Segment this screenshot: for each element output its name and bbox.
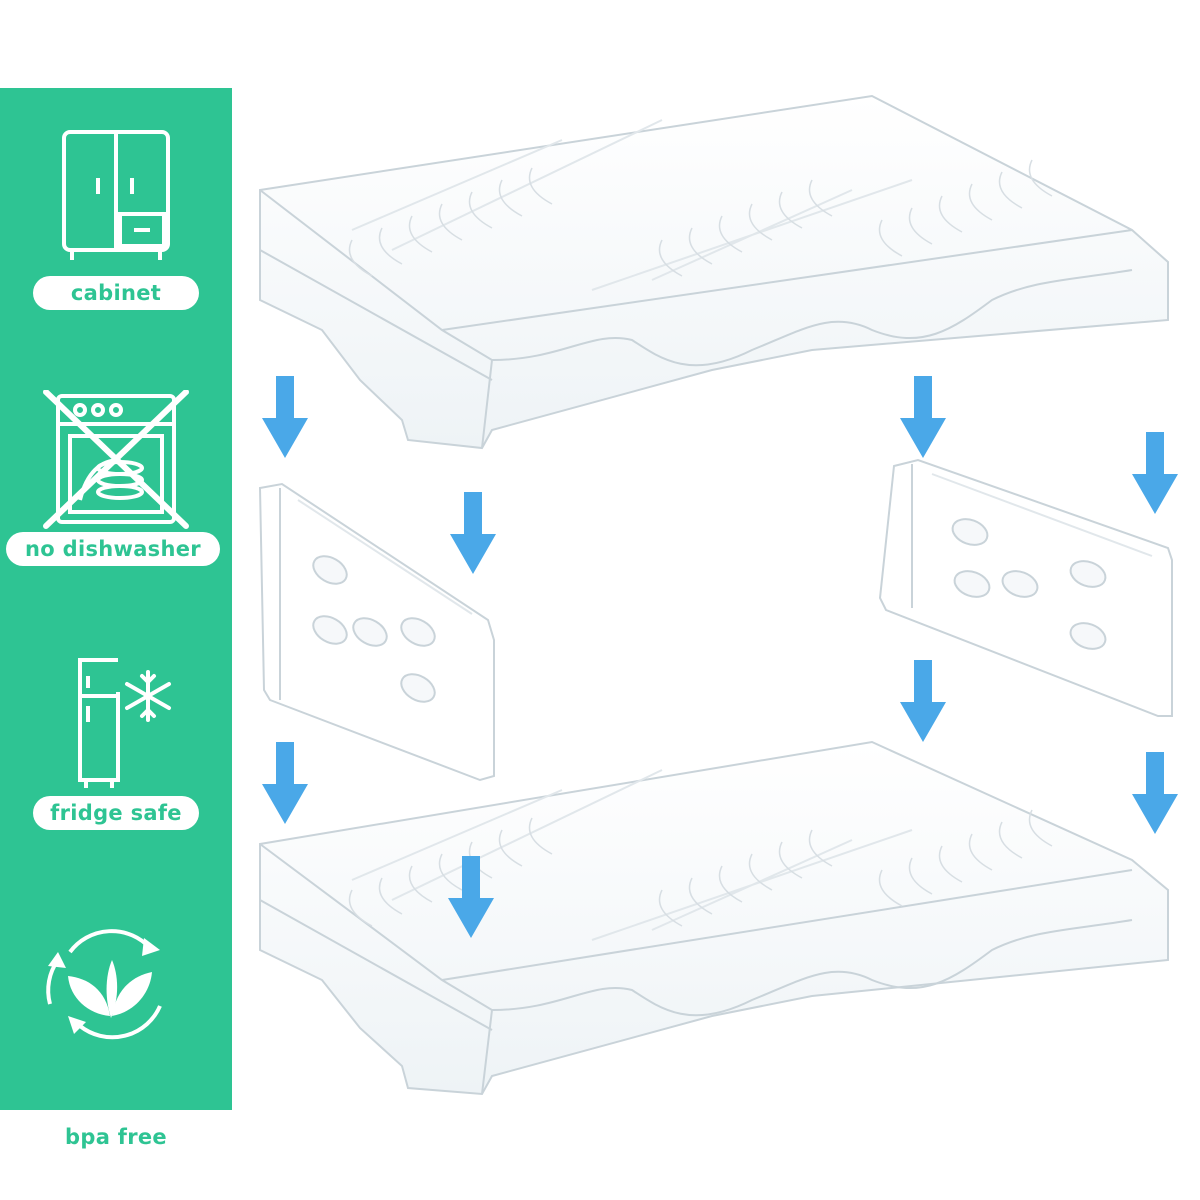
feature-label-cabinet: cabinet <box>33 276 199 310</box>
right-side-panel <box>878 458 1173 717</box>
down-arrow-icon <box>1132 432 1178 514</box>
feature-bpa-free: bpa free <box>0 848 232 1154</box>
down-arrow-icon <box>900 376 946 458</box>
down-arrow-icon <box>262 742 308 824</box>
cabinet-icon <box>62 130 170 260</box>
down-arrow-icon <box>448 856 494 938</box>
down-arrow-icon <box>450 492 496 574</box>
down-arrow-icon <box>262 376 308 458</box>
bpa-free-leaf-icon <box>46 929 162 1040</box>
feature-sidebar: cabinet no dishwasher <box>0 88 232 1154</box>
down-arrow-icon <box>900 660 946 742</box>
feature-label-bpa-free: bpa free <box>33 1120 199 1154</box>
fridge-snowflake-icon <box>78 658 171 788</box>
bottom-wine-rack-shelf <box>259 740 1169 1096</box>
feature-label-no-dishwasher: no dishwasher <box>6 532 220 566</box>
feature-no-dishwasher: no dishwasher <box>0 328 232 588</box>
no-dishwasher-icon <box>43 390 189 529</box>
feature-fridge-safe: fridge safe <box>0 588 232 848</box>
top-wine-rack-shelf <box>259 94 1169 450</box>
feature-label-fridge-safe: fridge safe <box>33 796 199 830</box>
product-illustration <box>232 0 1200 1200</box>
down-arrow-icon <box>1132 752 1178 834</box>
feature-cabinet: cabinet <box>0 88 232 318</box>
left-side-panel <box>258 482 495 782</box>
